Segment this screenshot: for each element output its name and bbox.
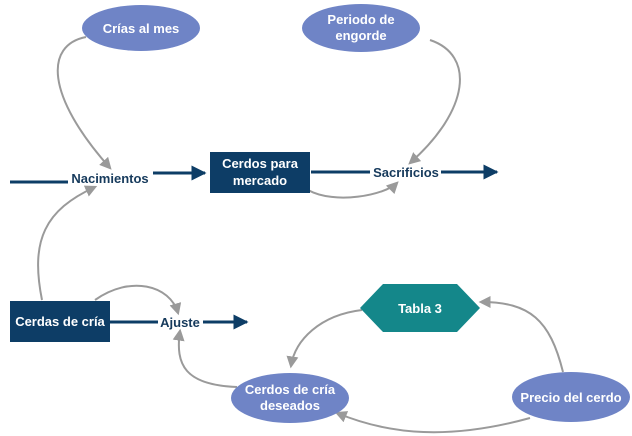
node-precio-del-cerdo[interactable]: Precio del cerdo <box>512 372 630 422</box>
node-label-line1: Periodo de <box>327 12 394 27</box>
node-tabla-3[interactable]: Tabla 3 <box>360 284 480 332</box>
link-deseados-to-ajuste <box>172 328 238 388</box>
node-label: Crías al mes <box>103 21 180 36</box>
flow-label-sacrificios[interactable]: Sacrificios <box>373 165 439 180</box>
link-cerdos-mercado-to-sacrificios <box>307 181 399 199</box>
link-cerdas-to-ajuste <box>94 284 182 316</box>
flow-label-nacimientos[interactable]: Nacimientos <box>71 171 148 186</box>
stock-label: Cerdas de cría <box>15 314 105 329</box>
link-precio-to-tabla <box>478 296 564 373</box>
stock-label-line1: Cerdos para <box>222 156 299 171</box>
flow-label-ajuste[interactable]: Ajuste <box>160 315 200 330</box>
node-label: Precio del cerdo <box>520 390 621 405</box>
node-label-line2: deseados <box>260 398 320 413</box>
node-label-line2: engorde <box>335 28 386 43</box>
link-crias-to-nacimientos <box>56 36 112 170</box>
link-tabla-to-deseados <box>286 309 363 369</box>
node-periodo-de-engorde[interactable]: Periodo de engorde <box>302 4 420 52</box>
node-crias-al-mes[interactable]: Crías al mes <box>82 5 200 51</box>
stock-label-line2: mercado <box>233 173 287 188</box>
link-cerdas-to-nacimientos <box>37 185 98 301</box>
stock-cerdos-para-mercado[interactable]: Cerdos para mercado <box>210 152 310 193</box>
link-periodo-to-sacrificios <box>408 39 461 165</box>
node-label: Tabla 3 <box>398 301 442 316</box>
node-label-line1: Cerdos de cría <box>245 382 336 397</box>
link-precio-to-deseados <box>334 411 531 434</box>
node-cerdos-de-cria-deseados[interactable]: Cerdos de cría deseados <box>231 373 349 423</box>
stock-cerdas-de-cria[interactable]: Cerdas de cría <box>10 301 110 342</box>
